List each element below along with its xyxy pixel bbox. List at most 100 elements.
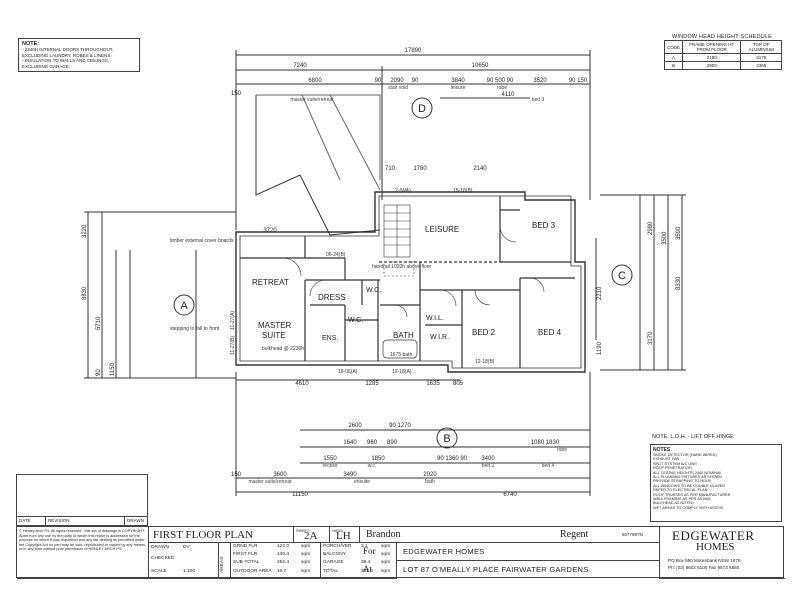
ws-header: TOP OF ALUMINIUM bbox=[740, 40, 782, 54]
note-bulkhead: bulkhead @ 2230h bbox=[262, 346, 304, 352]
dim-right-3170: 3170 bbox=[648, 331, 654, 345]
note-handrail: handrail 1020h above floor bbox=[372, 264, 432, 270]
dim-b-6740: 6740 bbox=[503, 492, 517, 498]
room-wir: W.I.R. bbox=[430, 334, 449, 341]
dim-b-label-bed2: bed 2 bbox=[482, 463, 495, 469]
area-unit: sqm bbox=[381, 552, 391, 557]
dim-top-90500: 90 500 90 bbox=[487, 78, 514, 84]
area-name: TOTAL bbox=[323, 569, 339, 574]
area-name: SUB-TOTAL bbox=[233, 560, 260, 565]
dim-b-150: 150 bbox=[231, 472, 242, 478]
area-value: 10.7 bbox=[277, 569, 287, 574]
note-stepping: stepping to fall to front bbox=[170, 326, 220, 332]
hand-value: LH bbox=[336, 530, 351, 542]
sheet-number: 2A bbox=[304, 530, 318, 542]
ws-cell: 2175 bbox=[740, 53, 782, 62]
room-master: MASTER bbox=[258, 321, 292, 330]
dim-right-1190: 1190 bbox=[597, 341, 603, 355]
dim-top-90150: 90 150 bbox=[569, 78, 588, 84]
dim-1780: 1780 bbox=[413, 166, 427, 172]
dim-b-1550: 1550 bbox=[323, 456, 337, 462]
note-ext-cover: timber external cover boards bbox=[170, 238, 234, 244]
legend-item: WALL FRAMING AS PER AS1684 bbox=[653, 497, 711, 502]
dim-left-1150: 1150 bbox=[110, 362, 116, 376]
section-marker-b bbox=[436, 427, 458, 449]
area-unit: sqm bbox=[301, 569, 311, 574]
scale-value: 1:100 bbox=[183, 569, 196, 574]
area-value: 122.0 bbox=[277, 544, 290, 549]
notes-line: - 2340H INTERNAL DOORS THROUGHOUT, bbox=[22, 47, 114, 52]
section-marker-d bbox=[411, 97, 433, 119]
window-schedule-title: WINDOW HEAD HEIGHT SCHEDULE bbox=[671, 34, 773, 40]
legend-item: WET AREAS TO COMPLY WITH AS3740 bbox=[653, 505, 724, 510]
dim-b-1850: 1850 bbox=[371, 456, 385, 462]
ws-cell: 2150 bbox=[682, 53, 742, 62]
room-bed4: BED 4 bbox=[538, 328, 562, 337]
window-tag: 11-27(A) bbox=[230, 311, 236, 330]
dim-top-150: 150 bbox=[231, 91, 242, 97]
window-tag: 18-06(A) bbox=[338, 369, 358, 375]
area-unit: sqm bbox=[301, 552, 311, 557]
dim-right-2210: 2210 bbox=[597, 286, 603, 300]
client-cell: Brandon Regent 6077997N bbox=[360, 527, 660, 543]
area-name: OUTDOOR AREA bbox=[233, 569, 272, 574]
window-tag: 12-18(A) bbox=[392, 369, 412, 375]
dim-b-3600: 3600 bbox=[273, 472, 287, 478]
legend-box: NOTES SMOKE DETECTOR (HARD WIRED) EXHAUS… bbox=[650, 444, 782, 522]
legend-item: BULKHEAD AS NOTED bbox=[653, 501, 694, 506]
area-unit: sqm bbox=[301, 560, 311, 565]
dim-top-4110: 4110 bbox=[502, 92, 516, 98]
area-name: BALCONY bbox=[323, 552, 346, 557]
window-schedule-table: CODE FRAME OPENING HT FROM FLOOR TOP OF … bbox=[663, 40, 782, 70]
section-label-d: D bbox=[418, 103, 426, 115]
section-label-b: B bbox=[443, 433, 450, 445]
dim-label-void: stair void bbox=[388, 85, 408, 91]
dim-3720: 3720 bbox=[263, 228, 277, 234]
area-unit: sqm bbox=[381, 569, 391, 574]
areas-table: GRND FLR 122.0 sqm FIRST FLR 130.4 sqm S… bbox=[231, 543, 321, 579]
dim-b-label-bed4: bed 4 bbox=[542, 463, 555, 469]
copyright-notice: © Henley Arch P/L All rights reserved - … bbox=[17, 527, 149, 579]
notes-title: NOTE: bbox=[22, 41, 40, 47]
at-label: At bbox=[363, 564, 372, 574]
dim-1285: 1285 bbox=[365, 381, 379, 387]
dim-left-3220: 3220 bbox=[82, 224, 88, 238]
area-name: FIRST FLR bbox=[233, 552, 258, 557]
area-name: GRND FLR bbox=[233, 544, 258, 549]
ws-cell: 2900 bbox=[682, 61, 742, 70]
stair-void bbox=[383, 261, 415, 277]
section-marker-c bbox=[611, 264, 633, 286]
checked-label: CHECKED bbox=[151, 556, 175, 561]
external-wall-outer bbox=[235, 191, 586, 373]
room-retreat: RETREAT bbox=[252, 278, 289, 287]
dim-right-2980: 2980 bbox=[648, 221, 654, 235]
brand-subtitle: HOMES bbox=[696, 541, 735, 553]
title-block: © Henley Arch P/L All rights reserved - … bbox=[16, 526, 785, 579]
areas-label-cell: AREAS bbox=[219, 543, 231, 579]
at-value: LOT 87 O'MEALLY PLACE FAIRWATER GARDENS bbox=[403, 565, 589, 574]
note-bath: 1675 bath bbox=[390, 352, 412, 358]
areas-label: AREAS bbox=[220, 556, 225, 573]
window-tag: 11-27(B) bbox=[230, 336, 236, 355]
dim-b-label-bath: bath bbox=[425, 479, 435, 485]
window-tag: 06-24(B) bbox=[326, 252, 346, 258]
dim-label-master: master suite/retreat bbox=[290, 97, 334, 103]
area-name: GARAGE bbox=[323, 560, 344, 565]
legend-item: EXHAUST FAN bbox=[653, 457, 680, 462]
dim-2140: 2140 bbox=[473, 166, 487, 172]
lift-off-hinge-note: NOTE: L.O.H. - LIFT OFF HINGE bbox=[652, 434, 734, 440]
area-unit: sqm bbox=[381, 544, 391, 549]
hand-cell: HAND LH bbox=[330, 527, 360, 543]
client-name: Brandon bbox=[366, 529, 401, 540]
dim-4610: 4610 bbox=[295, 381, 309, 387]
dim-top-90a: 90 bbox=[375, 78, 382, 84]
room-leisure: LEISURE bbox=[425, 225, 459, 234]
rev-col-date: DATE bbox=[17, 517, 46, 525]
area-value: 38.4 bbox=[361, 560, 371, 565]
drawn-value: DV bbox=[183, 545, 190, 550]
area-value: 3.1 bbox=[361, 544, 368, 549]
phone-line: Ph: (02) 8602 6100 Fax 9673 5560 bbox=[668, 565, 740, 570]
area-unit: sqm bbox=[301, 544, 311, 549]
dim-right-3500: 3500 bbox=[662, 231, 668, 245]
room-wc-lower: W.C. bbox=[348, 317, 363, 324]
